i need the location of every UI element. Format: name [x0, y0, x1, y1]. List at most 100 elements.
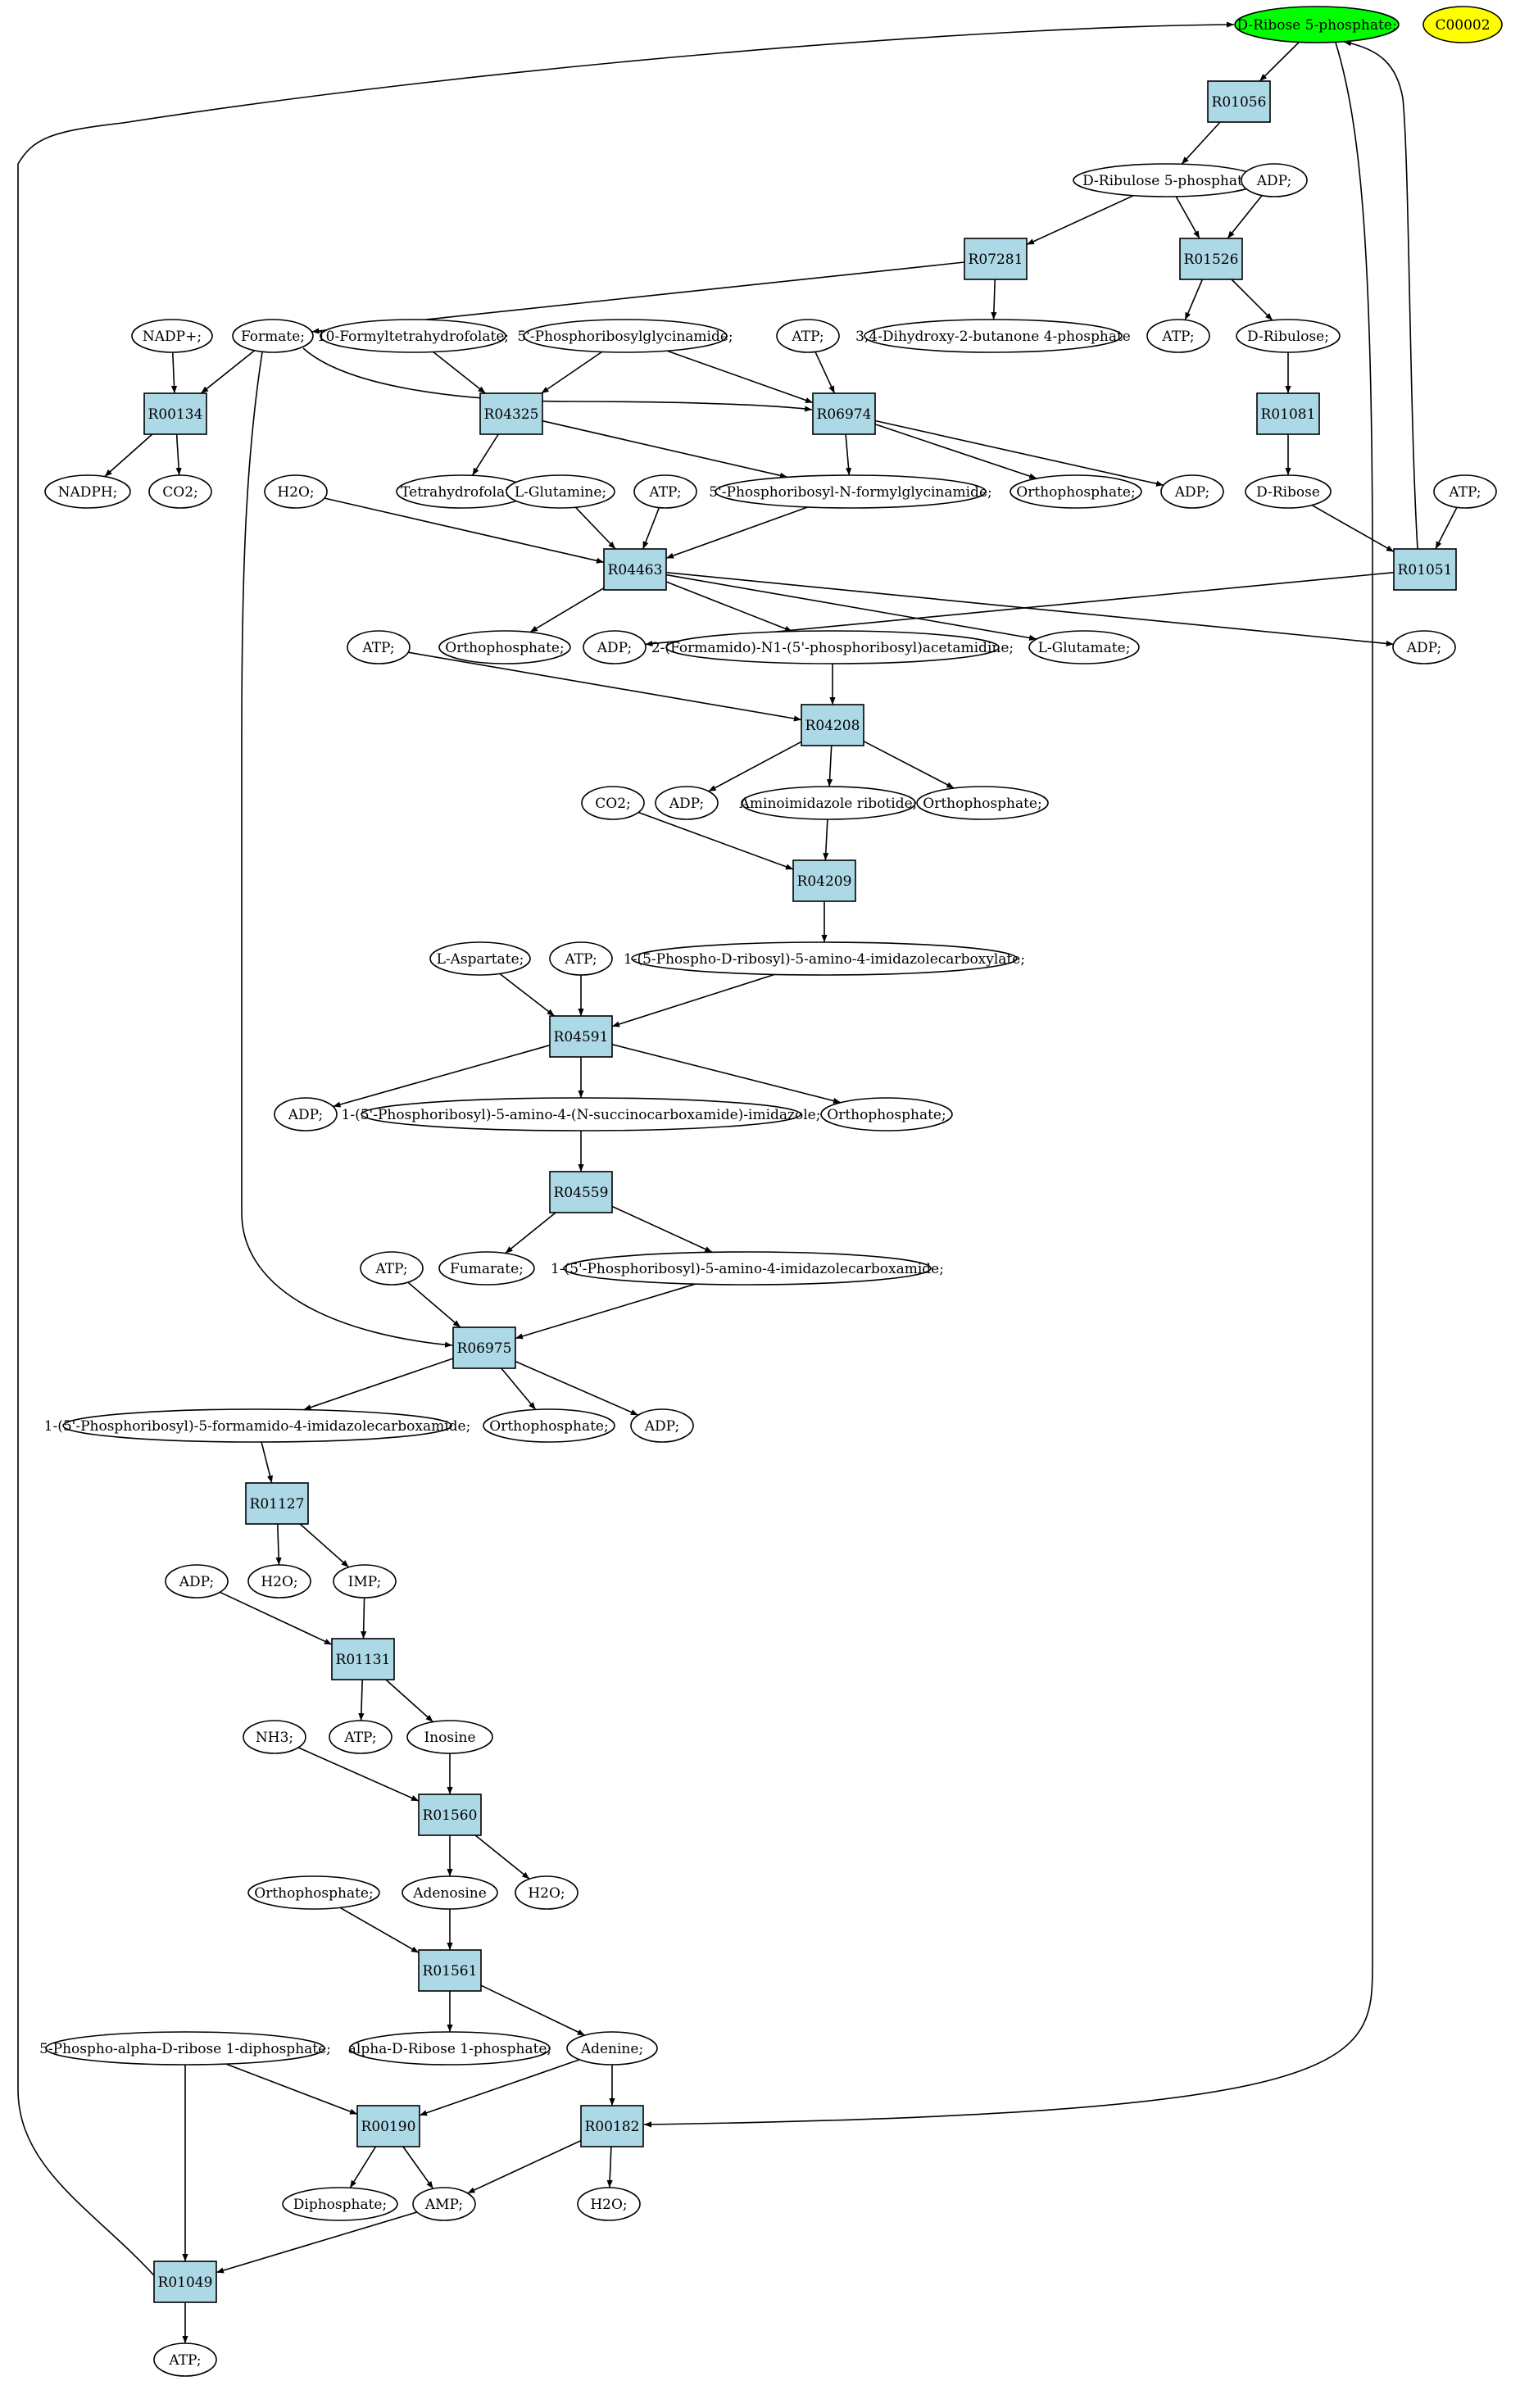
compound-node-c_amp[interactable]: AMP;	[412, 2187, 476, 2221]
reaction-node-r_R01056[interactable]: R01056	[1207, 80, 1271, 123]
compound-node-c_pi_3[interactable]: Orthophosphate;	[916, 786, 1049, 820]
compound-node-c_cair[interactable]: 1-(5-Phospho-D-ribosyl)-5-amino-4-imidaz…	[624, 941, 1025, 976]
compound-node-c_fgar[interactable]: 5'-Phosphoribosyl-N-formylglycinamide;	[709, 474, 992, 509]
reaction-node-r_R04591[interactable]: R04591	[549, 1015, 613, 1058]
compound-node-c_r1p[interactable]: alpha-D-Ribose 1-phosphate;	[348, 2031, 551, 2066]
reaction-node-r_R01127[interactable]: R01127	[245, 1482, 309, 1525]
reaction-node-r_R04463[interactable]: R04463	[603, 548, 667, 591]
compound-node-c_atp_6[interactable]: ATP;	[549, 941, 613, 976]
compound-node-c_co2_2[interactable]: CO2;	[581, 786, 645, 820]
node-label: 1-(5'-Phosphoribosyl)-5-amino-4-(N-succi…	[342, 1107, 821, 1123]
reaction-node-r_R01081[interactable]: R01081	[1256, 392, 1320, 435]
compound-node-c_fumarate[interactable]: Fumarate;	[438, 1251, 535, 1286]
compound-node-c_saicar[interactable]: 1-(5'-Phosphoribosyl)-5-amino-4-(N-succi…	[342, 1097, 821, 1131]
reaction-node-r_R01131[interactable]: R01131	[331, 1638, 395, 1680]
node-label: R04463	[608, 562, 663, 578]
reaction-node-r_R04559[interactable]: R04559	[549, 1171, 613, 1213]
compound-node-c_10fthf[interactable]: 10-Formyltetrahydrofolate;	[317, 319, 509, 353]
compound-node-c_gln[interactable]: L-Glutamine;	[506, 474, 615, 509]
reaction-node-r_R01049[interactable]: R01049	[153, 2261, 217, 2303]
compound-node-c_adp_6[interactable]: ADP;	[274, 1097, 338, 1131]
compound-node-c_ribulose[interactable]: D-Ribulose;	[1236, 319, 1341, 353]
compound-node-c_h2o_3[interactable]: H2O;	[515, 1875, 579, 1910]
node-label: L-Aspartate;	[437, 951, 524, 968]
compound-node-c_fgam[interactable]: 2-(Formamido)-N1-(5'-phosphoribosyl)acet…	[651, 630, 1014, 664]
compound-node-c_h2o_2[interactable]: H2O;	[247, 1564, 311, 1599]
compound-node-c_adp_7[interactable]: ADP;	[630, 1408, 694, 1443]
reaction-node-r_R01560[interactable]: R01560	[418, 1794, 482, 1836]
compound-node-c_adp_2[interactable]: ADP;	[1160, 474, 1224, 509]
compound-node-c_atp_9[interactable]: ATP;	[153, 2342, 217, 2377]
compound-node-c_pi_1[interactable]: Orthophosphate;	[1010, 474, 1142, 509]
compound-node-c_asp[interactable]: L-Aspartate;	[429, 941, 531, 976]
reaction-node-r_R04208[interactable]: R04208	[801, 704, 864, 746]
compound-node-c_adp_5[interactable]: ADP;	[655, 786, 719, 820]
compound-node-c_nadp[interactable]: NADP+;	[131, 319, 213, 353]
compound-ellipse	[715, 474, 987, 509]
compound-node-c_gar[interactable]: 5'-Phosphoribosylglycinamide;	[517, 319, 733, 353]
compound-node-c_adp_8[interactable]: ADP;	[165, 1564, 229, 1599]
reaction-node-r_R04209[interactable]: R04209	[792, 859, 856, 902]
edge-r_R04208-to-c_adp_5	[708, 741, 802, 792]
reaction-node-r_R06975[interactable]: R06975	[452, 1326, 516, 1369]
compound-node-c_prpp[interactable]: 5-Phospho-alpha-D-ribose 1-diphosphate;	[39, 2031, 331, 2066]
compound-node-c_pi_4[interactable]: Orthophosphate;	[820, 1097, 953, 1131]
edge-r_R04591-to-c_pi_4	[611, 1043, 842, 1104]
compound-node-c_atp_1[interactable]: ATP;	[776, 319, 840, 353]
compound-node-c_air[interactable]: Aminoimidazole ribotide;	[739, 786, 918, 820]
compound-node-c_nadph[interactable]: NADPH;	[44, 474, 131, 509]
compound-node-c_atp_3[interactable]: ATP;	[633, 474, 697, 509]
reaction-box	[792, 859, 856, 902]
compound-node-c_ru5p[interactable]: D-Ribulose 5-phosphate	[1073, 163, 1261, 197]
compound-node-c_glu[interactable]: L-Glutamate;	[1028, 630, 1140, 664]
compound-node-c_r5p_top[interactable]: D-Ribose 5-phosphate;	[1234, 6, 1400, 43]
compound-node-c_aicar[interactable]: 1-(5'-Phosphoribosyl)-5-amino-4-imidazol…	[551, 1251, 944, 1286]
compound-node-c_adenosine[interactable]: Adenosine	[402, 1875, 498, 1910]
compound-node-c_nh3[interactable]: NH3;	[243, 1720, 306, 1754]
node-label: D-Ribose	[1256, 484, 1320, 501]
compound-node-c_thf[interactable]: Tetrahydrofolate;	[396, 474, 529, 509]
node-label: R01561	[423, 1963, 478, 1979]
compound-node-c_pi_5[interactable]: Orthophosphate;	[483, 1408, 615, 1443]
compound-node-c_co2_1[interactable]: CO2;	[148, 474, 212, 509]
compound-ellipse	[232, 319, 314, 353]
reaction-node-r_R01051[interactable]: R01051	[1393, 548, 1457, 591]
edge-c_h2o_1-to-r_R04463	[324, 497, 605, 564]
compound-node-c_pi_2[interactable]: Orthophosphate;	[438, 630, 571, 664]
compound-node-c_atp_7[interactable]: ATP;	[360, 1251, 424, 1286]
reaction-node-r_R00190[interactable]: R00190	[356, 2105, 420, 2147]
reaction-node-r_R04325[interactable]: R04325	[479, 392, 543, 435]
compound-node-c_dhbp[interactable]: 3,4-Dihydroxy-2-butanone 4-phosphate	[855, 319, 1131, 353]
compound-node-c_ppi[interactable]: Diphosphate;	[282, 2187, 398, 2221]
compound-node-c_c00002[interactable]: C00002	[1422, 6, 1503, 43]
compound-node-c_adenine[interactable]: Adenine;	[566, 2031, 658, 2066]
compound-node-c_atp_8[interactable]: ATP;	[329, 1720, 392, 1754]
reaction-node-r_R00134[interactable]: R00134	[143, 392, 207, 435]
reaction-node-r_R01526[interactable]: R01526	[1179, 238, 1243, 280]
compound-node-c_atp_5[interactable]: ATP;	[347, 630, 411, 664]
compound-node-c_pi_6[interactable]: Orthophosphate;	[247, 1875, 380, 1910]
compound-node-c_imp[interactable]: IMP;	[333, 1564, 397, 1599]
node-label: ADP;	[288, 1107, 323, 1123]
reaction-node-r_R06974[interactable]: R06974	[812, 392, 876, 435]
compound-node-c_adp_4[interactable]: ADP;	[1392, 630, 1456, 664]
compound-ellipse	[438, 630, 571, 664]
edge-r_R01056-to-c_ru5p	[1181, 121, 1221, 165]
compound-node-c_inosine[interactable]: Inosine	[406, 1720, 493, 1754]
compound-node-c_adp_3[interactable]: ADP;	[583, 630, 647, 664]
compound-node-c_formate[interactable]: Formate;	[232, 319, 314, 353]
reaction-node-r_R00182[interactable]: R00182	[580, 2105, 644, 2147]
compound-node-c_ribose[interactable]: D-Ribose	[1245, 474, 1332, 509]
reaction-box	[549, 1015, 613, 1058]
reaction-node-r_R07281[interactable]: R07281	[964, 238, 1028, 280]
reaction-node-r_R01561[interactable]: R01561	[418, 1949, 482, 1992]
compound-node-c_h2o_4[interactable]: H2O;	[577, 2187, 641, 2221]
nodes-layer: D-Ribose 5-phosphate; C00002R01056D-Ribul…	[39, 6, 1503, 2377]
compound-node-c_faicar[interactable]: 1-(5'-Phosphoribosyl)-5-formamido-4-imid…	[44, 1408, 471, 1443]
compound-node-c_h2o_1[interactable]: H2O;	[264, 474, 328, 509]
edge-r_R04463-to-c_adp_4	[665, 571, 1394, 646]
compound-node-c_adp_1[interactable]: ADP;	[1241, 163, 1308, 197]
edge-c_atp_4-to-r_R01051	[1435, 506, 1458, 550]
compound-node-c_atp_2[interactable]: ATP;	[1146, 319, 1210, 353]
compound-node-c_atp_4[interactable]: ATP;	[1433, 474, 1497, 509]
